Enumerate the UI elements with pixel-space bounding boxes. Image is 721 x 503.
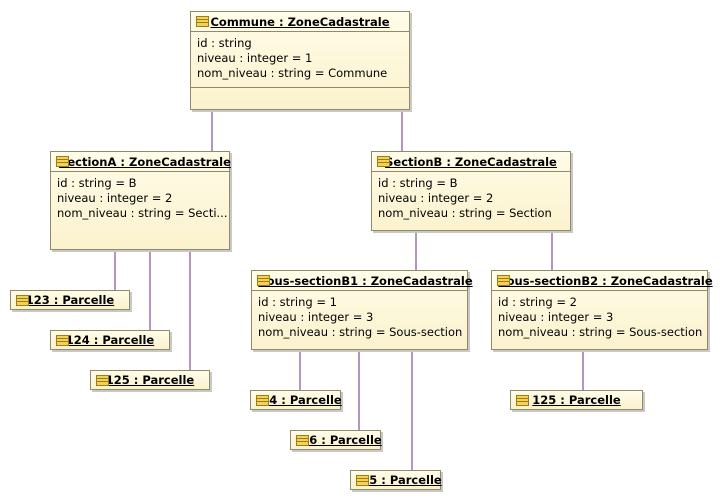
- attribute-list: id : string = 2 niveau : integer = 3 nom…: [498, 295, 702, 340]
- attribute-niveau: niveau : integer = 1: [197, 51, 313, 65]
- commune-object[interactable]: Commune : ZoneCadastrale id : string niv…: [190, 11, 410, 110]
- attribute-niveau: niveau : integer = 2: [57, 191, 173, 205]
- object-title: SectionA : ZoneCadastrale: [59, 154, 231, 169]
- object-header: Sous-sectionB1 : ZoneCadastrale: [252, 271, 473, 291]
- object-header: SectionA : ZoneCadastrale: [51, 152, 231, 172]
- attribute-nom-niveau: nom_niveau : string = Sous-section: [498, 325, 703, 339]
- parcelle-16-object[interactable]: 16 : Parcelle: [290, 430, 382, 450]
- object-title: Sous-sectionB1 : ZoneCadastrale: [258, 273, 473, 288]
- instance-icon: [516, 395, 529, 406]
- parcelle-25-object[interactable]: 25 : Parcelle: [350, 470, 442, 490]
- object-title: 16 : Parcelle: [301, 433, 382, 447]
- attribute-niveau: niveau : integer = 3: [498, 310, 614, 324]
- attribute-list: id : string = 1 niveau : integer = 3 nom…: [258, 295, 462, 340]
- instance-icon: [257, 275, 270, 286]
- attribute-id: id : string = 2: [498, 295, 577, 309]
- attribute-list: id : string = B niveau : integer = 2 nom…: [57, 176, 228, 221]
- instance-icon: [196, 16, 209, 27]
- parcelle-123-object[interactable]: 123 : Parcelle: [10, 290, 130, 310]
- attribute-id: id : string: [197, 36, 252, 50]
- instance-icon: [256, 395, 269, 406]
- attribute-nom-niveau: nom_niveau : string = Section: [378, 206, 552, 220]
- attribute-nom-niveau: nom_niveau : string = Sous-section: [258, 325, 463, 339]
- attribute-list: id : string niveau : integer = 1 nom_niv…: [197, 36, 387, 81]
- sectiona-object[interactable]: SectionA : ZoneCadastrale id : string = …: [50, 151, 231, 250]
- instance-icon: [356, 475, 369, 486]
- instance-icon: [56, 335, 69, 346]
- parcelle-125-object[interactable]: 125 : Parcelle: [90, 370, 210, 390]
- attribute-id: id : string = 1: [258, 295, 337, 309]
- object-title: 123 : Parcelle: [25, 293, 115, 307]
- attribute-list: id : string = B niveau : integer = 2 nom…: [378, 176, 552, 221]
- object-header: 123 : Parcelle: [11, 291, 129, 309]
- object-title: 14 : Parcelle: [261, 393, 342, 407]
- object-header: Sous-sectionB2 : ZoneCadastrale: [492, 271, 713, 291]
- attribute-id: id : string = B: [57, 176, 137, 190]
- attribute-nom-niveau: nom_niveau : string = Secti...: [57, 206, 228, 220]
- object-title: SectionB : ZoneCadastrale: [385, 154, 557, 169]
- object-header: 124 : Parcelle: [51, 331, 169, 349]
- instance-icon: [296, 435, 309, 446]
- object-title: 124 : Parcelle: [65, 333, 155, 347]
- attribute-niveau: niveau : integer = 2: [378, 191, 494, 205]
- object-title: Commune : ZoneCadastrale: [210, 14, 390, 29]
- parcelle-14-object[interactable]: 14 : Parcelle: [250, 390, 342, 410]
- parcelle-124-object[interactable]: 124 : Parcelle: [50, 330, 170, 350]
- object-header: 125 : Parcelle: [91, 371, 209, 389]
- object-title: Sous-sectionB2 : ZoneCadastrale: [498, 273, 713, 288]
- sectionb-object[interactable]: SectionB : ZoneCadastrale id : string = …: [371, 151, 571, 231]
- object-header: 14 : Parcelle: [251, 391, 342, 409]
- attribute-niveau: niveau : integer = 3: [258, 310, 374, 324]
- instance-icon: [96, 375, 109, 386]
- object-header: SectionB : ZoneCadastrale: [372, 152, 570, 172]
- object-header: 16 : Parcelle: [291, 431, 382, 449]
- object-title: 25 : Parcelle: [361, 473, 442, 487]
- attribute-nom-niveau: nom_niveau : string = Commune: [197, 66, 388, 80]
- sous-sectionb1-object[interactable]: Sous-sectionB1 : ZoneCadastrale id : str…: [251, 270, 473, 350]
- object-header: 125 : Parcelle: [511, 391, 642, 409]
- operation-compartment-divider: [191, 87, 409, 88]
- instance-icon: [16, 295, 29, 306]
- attribute-id: id : string = B: [378, 176, 458, 190]
- instance-icon: [377, 156, 390, 167]
- object-header: 25 : Parcelle: [351, 471, 442, 489]
- sous-sectionb2-object[interactable]: Sous-sectionB2 : ZoneCadastrale id : str…: [491, 270, 713, 350]
- object-header: Commune : ZoneCadastrale: [191, 12, 409, 32]
- object-title: 125 : Parcelle: [532, 393, 621, 407]
- instance-icon: [497, 275, 510, 286]
- object-title: 125 : Parcelle: [105, 373, 195, 387]
- parcelle-125b-object[interactable]: 125 : Parcelle: [510, 390, 643, 410]
- instance-icon: [56, 156, 69, 167]
